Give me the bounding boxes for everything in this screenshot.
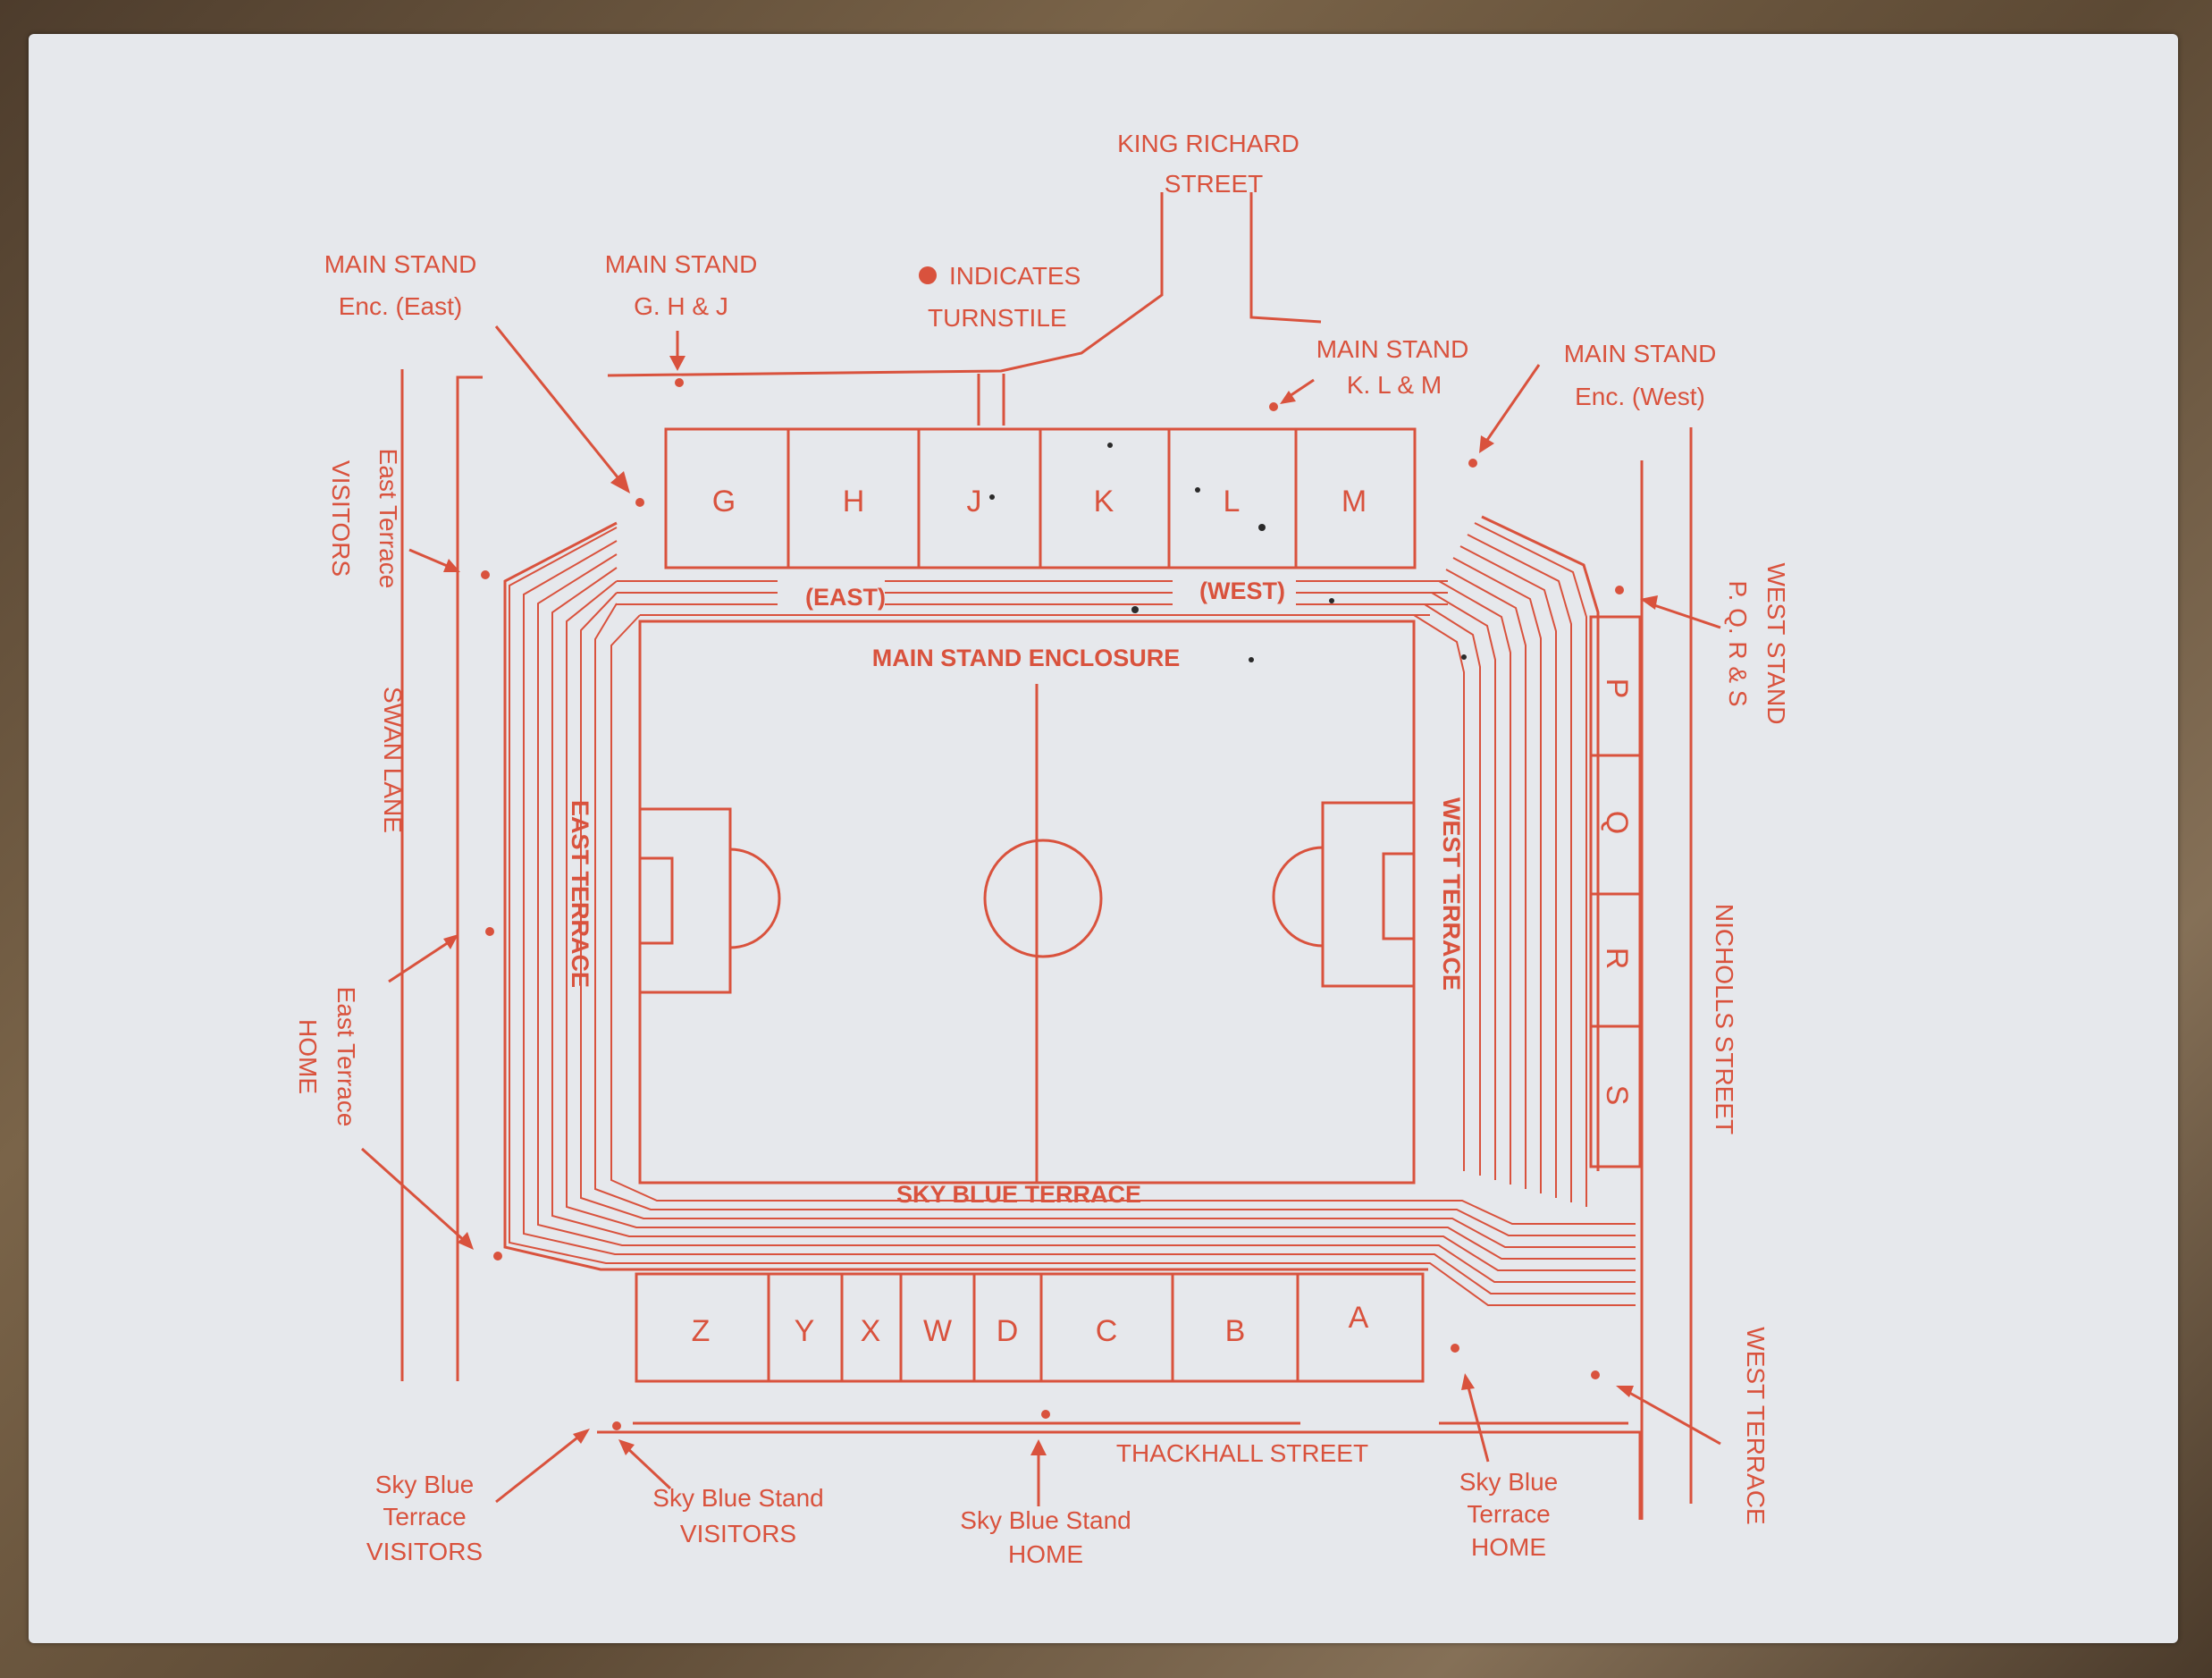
- block-y: Y: [795, 1314, 815, 1348]
- pitch: [638, 620, 1416, 1185]
- block-p: P: [1600, 679, 1634, 699]
- svg-text:HOME: HOME: [1471, 1533, 1546, 1561]
- sky-blue-terrace-label: SKY BLUE TERRACE: [896, 1181, 1141, 1208]
- svg-text:WEST TERRACE: WEST TERRACE: [1742, 1327, 1770, 1524]
- terrace-steps: [503, 515, 1636, 1306]
- svg-text:G. H & J: G. H & J: [634, 292, 728, 320]
- block-m: M: [1341, 485, 1367, 519]
- svg-text:K. L & M: K. L & M: [1347, 371, 1442, 399]
- svg-text:Sky Blue: Sky Blue: [375, 1471, 475, 1498]
- block-r: R: [1600, 948, 1634, 970]
- svg-text:Terrace: Terrace: [383, 1503, 466, 1530]
- turnstile-main-enc-west: MAIN STAND Enc. (West): [1468, 340, 1716, 468]
- svg-text:MAIN STAND: MAIN STAND: [1564, 340, 1717, 367]
- swan-lane-label: SWAN LANE: [379, 687, 407, 833]
- sky-blue-stand: [635, 1272, 1425, 1383]
- block-a: A: [1349, 1301, 1369, 1335]
- svg-text:Sky Blue: Sky Blue: [1459, 1468, 1559, 1496]
- main-stand-enclosure-label: MAIN STAND ENCLOSURE: [872, 645, 1181, 671]
- block-k: K: [1094, 485, 1114, 519]
- svg-text:VISITORS: VISITORS: [680, 1520, 796, 1547]
- legend-line2: TURNSTILE: [928, 304, 1067, 332]
- turnstile-east-visitors: East Terrace VISITORS: [327, 449, 490, 589]
- block-h: H: [843, 485, 865, 519]
- svg-text:VISITORS: VISITORS: [327, 460, 355, 577]
- sky-blue-block-labels: Z Y X W D C B A: [692, 1301, 1369, 1348]
- turnstile-west-pqrs: WEST STAND P. Q. R & S: [1615, 563, 1790, 725]
- svg-text:Terrace: Terrace: [1467, 1500, 1550, 1528]
- legend-line1: INDICATES: [949, 262, 1081, 290]
- punch-holes: [989, 443, 1467, 662]
- svg-text:East Terrace: East Terrace: [374, 449, 402, 589]
- block-q: Q: [1600, 811, 1634, 834]
- west-stand: [1589, 615, 1642, 1168]
- turnstile-sky-terrace-home: Sky Blue Terrace HOME: [1451, 1344, 1558, 1561]
- block-l: L: [1224, 485, 1241, 519]
- svg-text:VISITORS: VISITORS: [366, 1538, 483, 1565]
- enclosure-east-label: (EAST): [805, 584, 886, 611]
- block-z: Z: [692, 1314, 711, 1348]
- svg-text:MAIN STAND: MAIN STAND: [324, 250, 477, 278]
- block-d: D: [997, 1314, 1019, 1348]
- east-terrace-label: EAST TERRACE: [567, 800, 593, 988]
- main-stand: [664, 427, 1417, 569]
- svg-text:Enc. (East): Enc. (East): [339, 292, 462, 320]
- turnstile-east-home: East Terrace HOME: [294, 927, 502, 1261]
- king-richard-street-line2: STREET: [1165, 170, 1263, 198]
- king-richard-street-line1: KING RICHARD: [1117, 130, 1299, 157]
- svg-text:MAIN STAND: MAIN STAND: [605, 250, 758, 278]
- block-c: C: [1096, 1314, 1118, 1348]
- west-terrace-label: WEST TERRACE: [1438, 797, 1465, 991]
- svg-text:East Terrace: East Terrace: [332, 987, 360, 1127]
- turnstile-main-klm: MAIN STAND K. L & M: [1269, 335, 1468, 411]
- main-stand-block-labels: G H J K L M: [712, 485, 1367, 519]
- turnstile-main-enc-east: MAIN STAND Enc. (East): [324, 250, 644, 507]
- block-x: X: [861, 1314, 881, 1348]
- turnstile-legend-dot: [919, 266, 937, 284]
- roads: [400, 192, 1693, 1520]
- svg-text:Sky Blue Stand: Sky Blue Stand: [960, 1506, 1131, 1534]
- svg-text:Enc. (West): Enc. (West): [1575, 383, 1705, 410]
- svg-text:HOME: HOME: [1008, 1540, 1083, 1568]
- svg-text:Sky Blue Stand: Sky Blue Stand: [652, 1484, 823, 1512]
- turnstile-west-terrace: WEST TERRACE: [1591, 1327, 1770, 1525]
- turnstile-sky-stand-visitors: Sky Blue Stand VISITORS: [618, 1439, 824, 1547]
- enclosure-west-label: (WEST): [1199, 578, 1285, 604]
- svg-text:P. Q. R & S: P. Q. R & S: [1724, 580, 1752, 706]
- block-b: B: [1225, 1314, 1246, 1348]
- block-w: W: [923, 1314, 952, 1348]
- turnstile-main-ghj: MAIN STAND G. H & J: [605, 250, 758, 387]
- turnstile-sky-terrace-visitors: Sky Blue Terrace VISITORS: [366, 1421, 621, 1565]
- nicholls-street-label: NICHOLLS STREET: [1711, 904, 1738, 1134]
- block-g: G: [712, 485, 736, 519]
- svg-text:MAIN STAND: MAIN STAND: [1316, 335, 1469, 363]
- west-stand-block-labels: P Q R S: [1600, 679, 1634, 1106]
- block-j: J: [967, 485, 982, 519]
- turnstile-sky-stand-home: Sky Blue Stand HOME: [960, 1410, 1131, 1568]
- thackhall-street-label: THACKHALL STREET: [1116, 1439, 1368, 1467]
- block-s: S: [1600, 1085, 1634, 1106]
- svg-text:HOME: HOME: [294, 1019, 322, 1094]
- ticket-card: [29, 34, 2178, 1643]
- svg-text:WEST STAND: WEST STAND: [1762, 563, 1790, 725]
- main-stand-connector: [977, 374, 1005, 426]
